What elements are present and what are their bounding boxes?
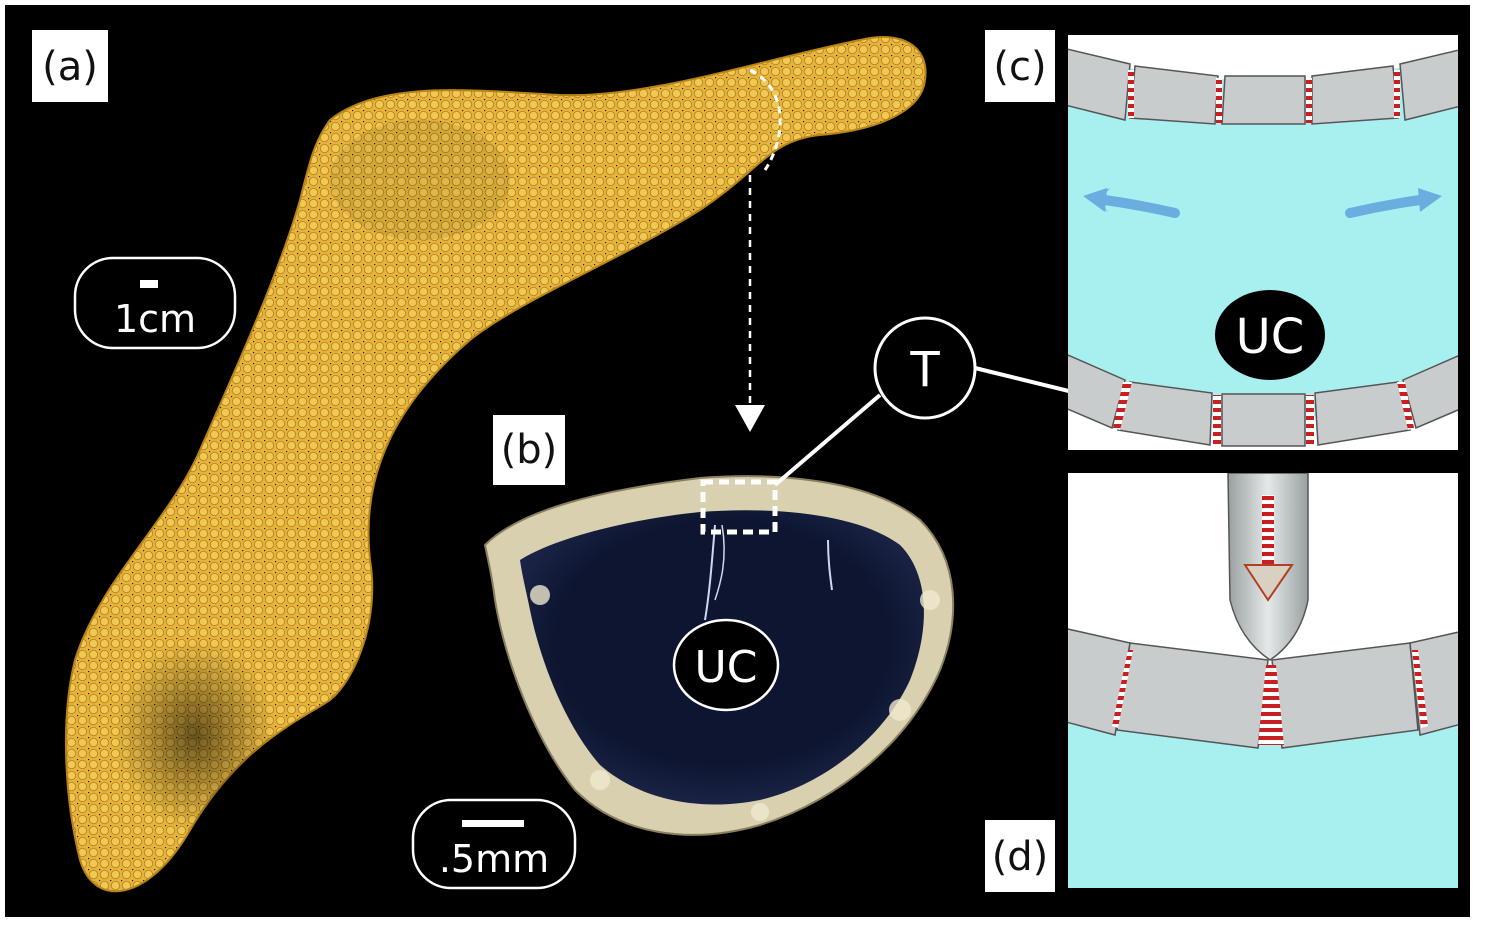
svg-text:UC: UC	[1236, 309, 1305, 365]
uc-label-b: UC	[672, 618, 780, 712]
panel-c-label-box	[985, 30, 1055, 102]
panel-b-label-box	[493, 415, 565, 485]
panel-d-label-box	[985, 820, 1055, 892]
panel-c-label: (c)	[993, 44, 1046, 90]
scale-bar-05mm: .5mm	[411, 798, 577, 890]
dashed-arrow-head	[735, 405, 765, 432]
panel-a-label: (a)	[42, 44, 98, 90]
panel-d-schematic	[1068, 473, 1458, 888]
detail-box	[700, 479, 778, 535]
scale-1cm-label: 1cm	[114, 297, 196, 341]
top-tile-row	[1068, 48, 1458, 125]
panel-a-label-box	[32, 30, 108, 102]
scale-05mm-label: .5mm	[439, 837, 549, 881]
callout-line-c	[974, 366, 1086, 397]
bone-render	[64, 35, 927, 893]
right-arrow	[1345, 195, 1425, 218]
panel-b-label: (b)	[501, 427, 558, 473]
bottom-tile-row	[1068, 354, 1458, 447]
svg-text:UC: UC	[695, 642, 758, 693]
panel-c-schematic	[1068, 35, 1458, 450]
panel-d-label: (d)	[992, 834, 1049, 880]
callout-line-b	[773, 393, 882, 487]
svg-text:T: T	[909, 342, 940, 398]
scale-bar-1cm: 1cm	[73, 256, 237, 350]
callout-t: T	[873, 316, 977, 420]
cut-line	[749, 68, 782, 171]
uc-label-c: UC	[1215, 290, 1325, 380]
tile-row-d	[1068, 628, 1458, 749]
